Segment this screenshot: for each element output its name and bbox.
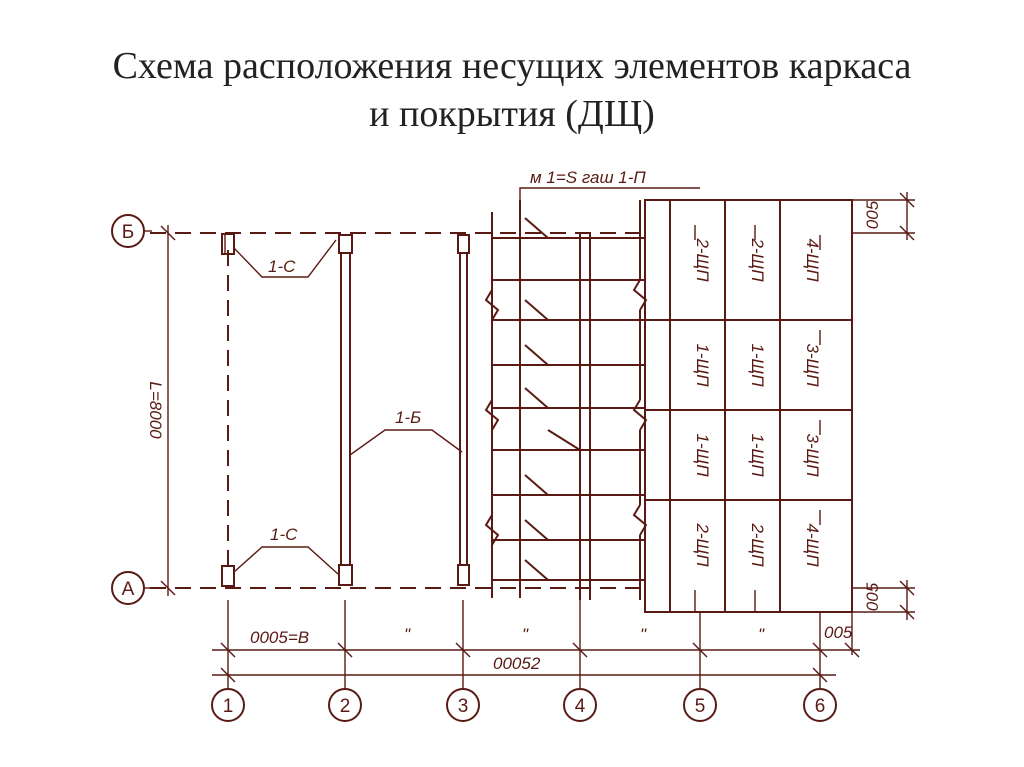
axis-marker-a: А bbox=[111, 571, 152, 605]
panel-label: 1-ЩП bbox=[693, 343, 712, 387]
panel-label: 3-ЩП bbox=[803, 343, 822, 387]
panel-label: 1-ЩП bbox=[693, 433, 712, 477]
label-column-top: 1-С bbox=[268, 257, 296, 276]
axis-marker-2 bbox=[328, 688, 362, 722]
page-title: Схема расположения несущих элементов кар… bbox=[0, 42, 1024, 138]
column-1-bottom bbox=[221, 565, 235, 587]
height-dim-label: L=8000 bbox=[146, 381, 165, 439]
height-dimension: L=8000 bbox=[146, 225, 176, 596]
axis-marker-5 bbox=[683, 688, 717, 722]
axis-marker-3 bbox=[446, 688, 480, 722]
total-dimension: 00052 bbox=[212, 654, 836, 683]
ditto-mark: " bbox=[758, 625, 765, 644]
panel-label: 2-ЩП bbox=[693, 237, 712, 282]
panel-label: 1-ЩП bbox=[748, 433, 767, 477]
panel-label: 2-ЩП bbox=[748, 237, 767, 282]
panel-label: 1-ЩП bbox=[748, 343, 767, 387]
panel-label: 2-ЩП bbox=[693, 522, 712, 567]
edge-dimension-top: 005 bbox=[852, 192, 915, 241]
axis-number-5: 5 bbox=[695, 696, 706, 717]
title-line-1: Схема расположения несущих элементов кар… bbox=[112, 45, 912, 87]
axis-number-4: 4 bbox=[575, 696, 586, 717]
ditto-mark: " bbox=[522, 625, 529, 644]
panel-grid bbox=[644, 199, 853, 613]
edge-dim-bottom-label: 005 bbox=[863, 582, 882, 611]
panel-labels: 2-ЩП 2-ЩП 4-ЩП 1-ЩП 1-ЩП 3-ЩП 1-ЩП 1-ЩП … bbox=[693, 237, 822, 567]
column-1-top bbox=[221, 233, 235, 255]
label-beam: 1-Б bbox=[395, 408, 421, 427]
beam-axis-2 bbox=[338, 234, 353, 586]
total-dim-label: 00052 bbox=[493, 654, 541, 673]
axis-marker-1 bbox=[211, 688, 245, 722]
panel-label: 4-ЩП bbox=[803, 523, 822, 567]
axis-marker-b: Б bbox=[111, 214, 152, 248]
axis-letter-b: Б bbox=[122, 222, 134, 243]
ditto-mark: " bbox=[640, 625, 647, 644]
axis-number-2: 2 bbox=[340, 696, 351, 717]
panel-label: 2-ЩП bbox=[748, 522, 767, 567]
label-column-bottom: 1-С bbox=[270, 525, 298, 544]
leader-header bbox=[519, 187, 700, 205]
edge-dim-right-label: 005 bbox=[824, 623, 853, 642]
joist-zone bbox=[484, 200, 648, 600]
axis-marker-4 bbox=[563, 688, 597, 722]
leader-column-bottom bbox=[233, 546, 339, 575]
ditto-mark: " bbox=[404, 625, 411, 644]
axis-number-6: 6 bbox=[815, 696, 826, 717]
axis-number-3: 3 bbox=[458, 696, 469, 717]
label-header: м 1=S гаш 1-П bbox=[530, 168, 646, 187]
title-line-2: и покрытия (ДЩ) bbox=[369, 93, 655, 135]
edge-dim-top-label: 005 bbox=[863, 200, 882, 229]
beam-axis-3 bbox=[457, 234, 470, 586]
leader-beam bbox=[349, 429, 463, 456]
bay-dimension-chain: 0005=B " " " " 005 bbox=[212, 623, 860, 658]
leader-column-top bbox=[233, 239, 337, 278]
axis-letter-a: А bbox=[122, 579, 135, 600]
axis-numbers: 1 2 3 4 5 6 bbox=[211, 688, 837, 722]
edge-dimension-bottom: 005 bbox=[852, 580, 915, 620]
panel-label: 3-ЩП bbox=[803, 433, 822, 477]
axis-marker-6 bbox=[803, 688, 837, 722]
axis-number-1: 1 bbox=[223, 696, 234, 717]
bay-dim-label: 0005=B bbox=[250, 628, 309, 647]
panel-label: 4-ЩП bbox=[803, 238, 822, 282]
